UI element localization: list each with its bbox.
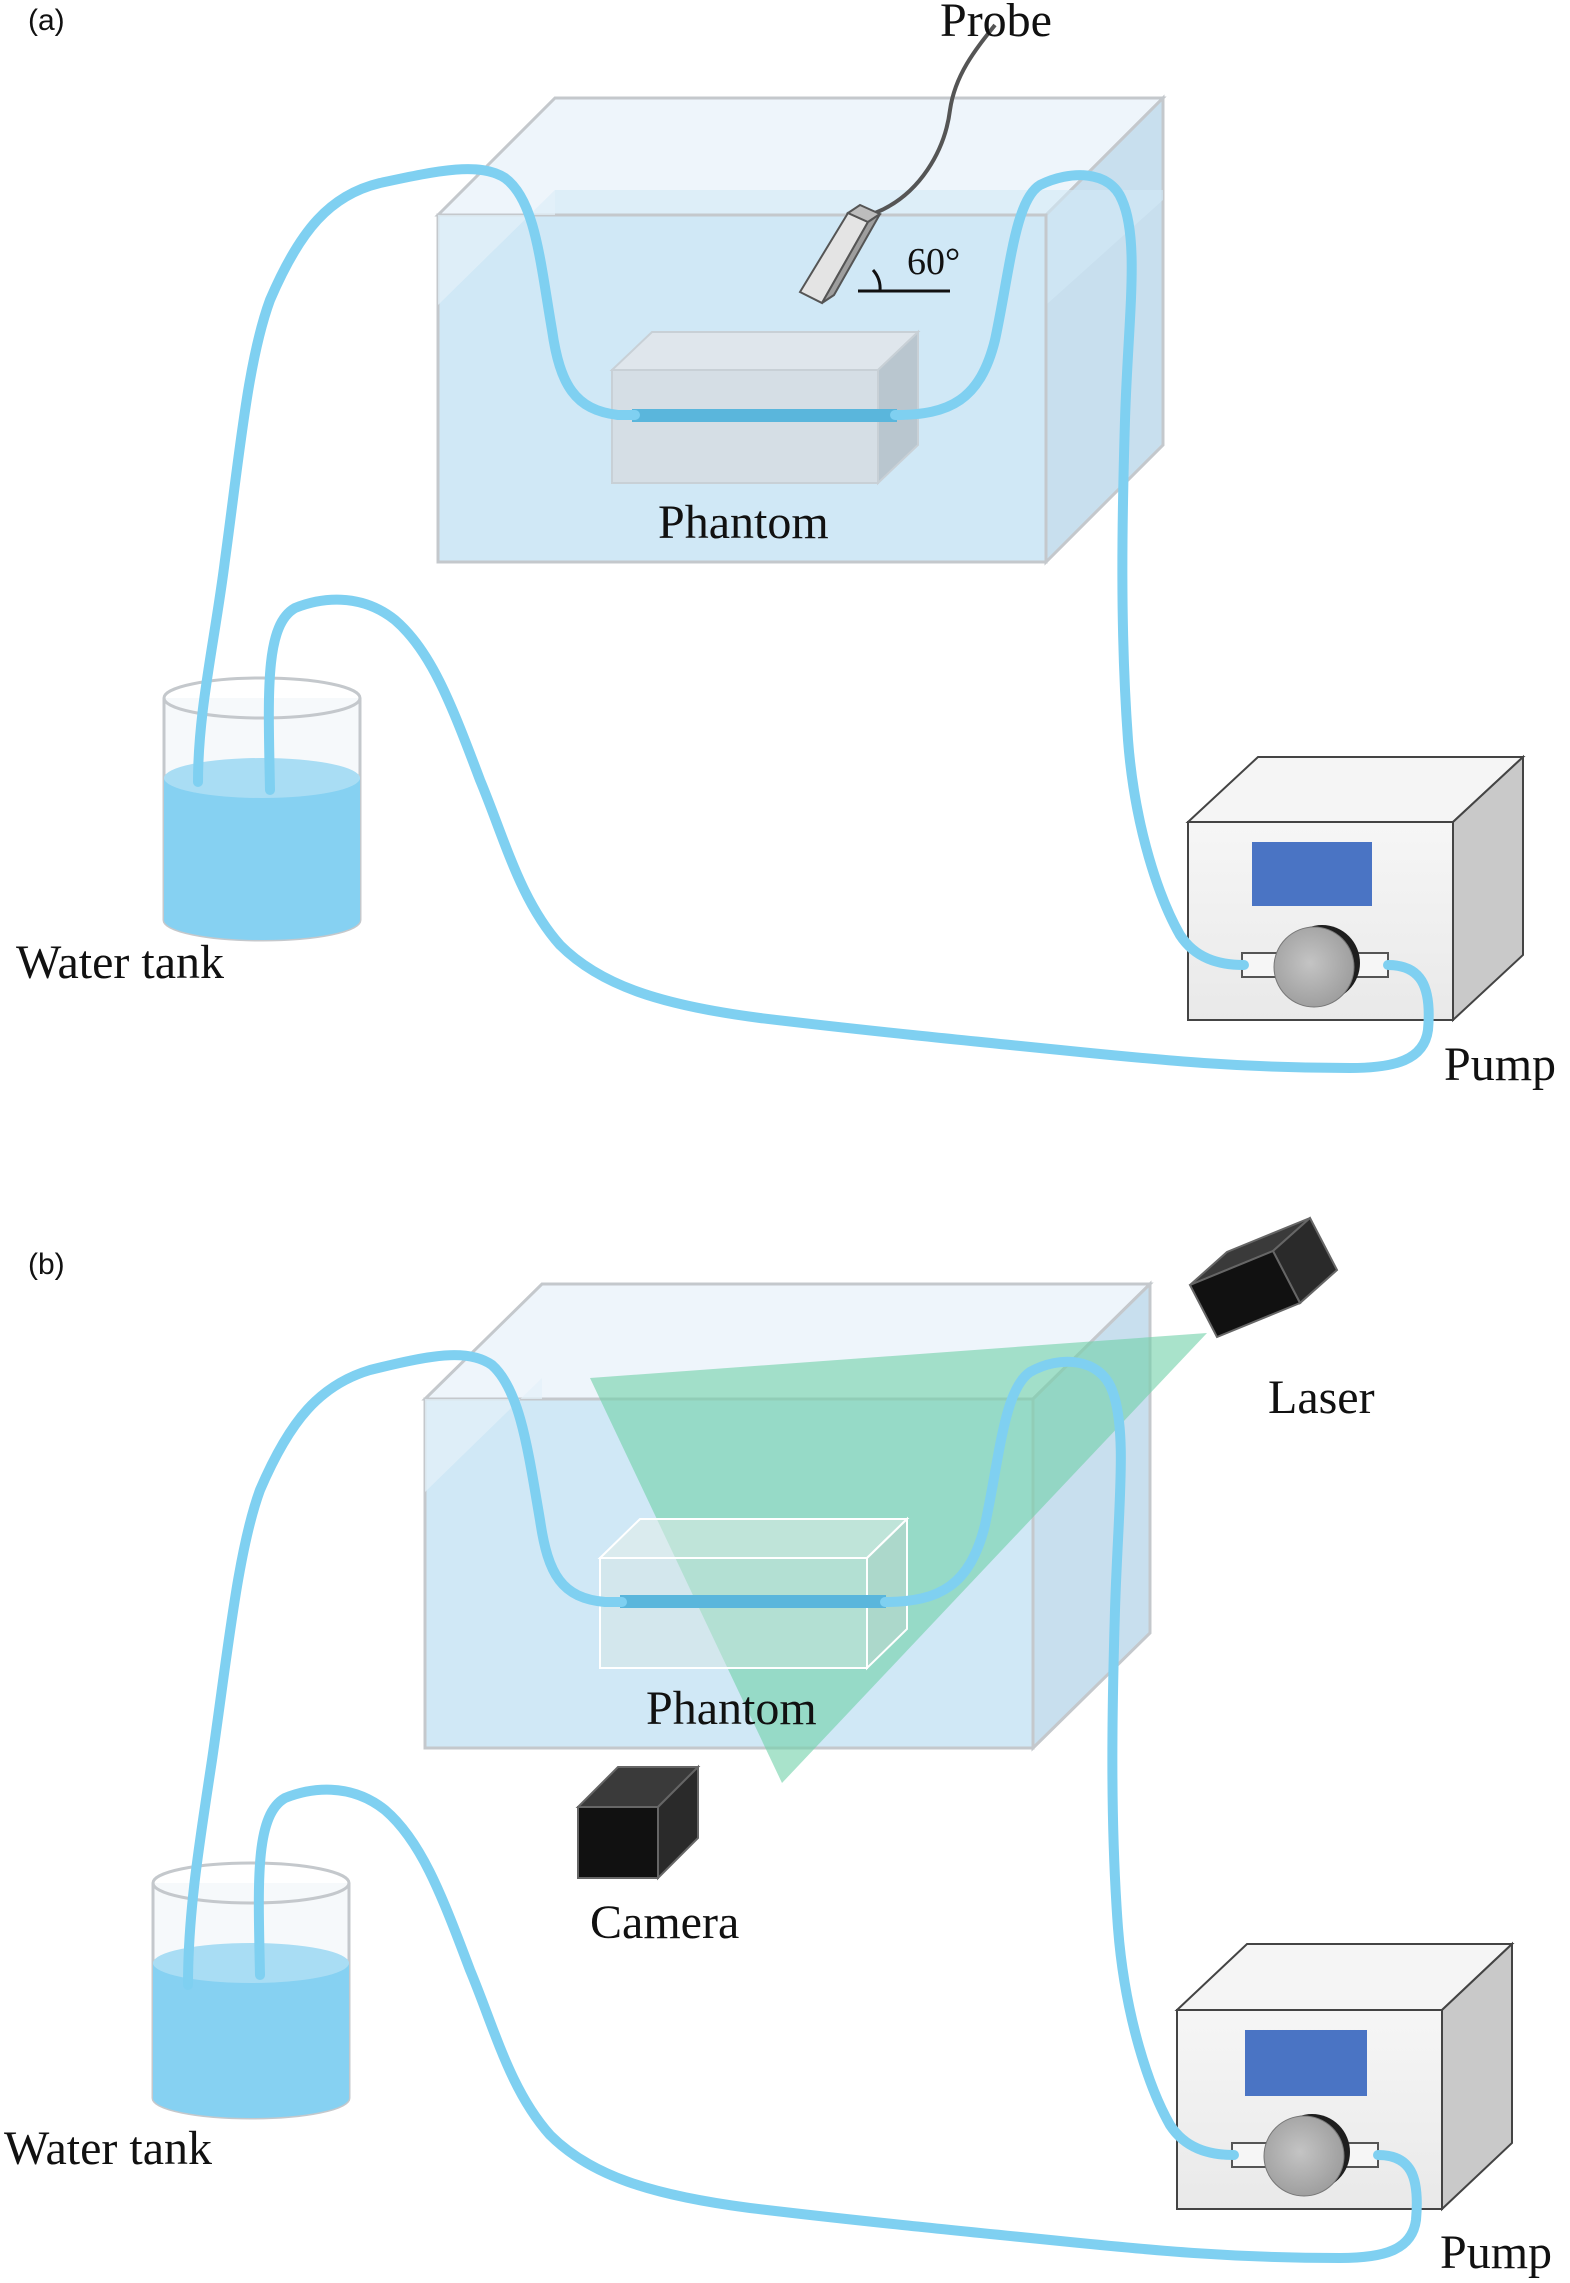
panel-a-label: (a) xyxy=(28,4,65,37)
laser-label: Laser xyxy=(1268,1371,1375,1424)
panel-b-label: (b) xyxy=(28,1248,65,1281)
angle-arc xyxy=(871,269,882,292)
panel-a: (a) Probe 60° Phantom xyxy=(16,0,1556,1091)
tank-a xyxy=(434,94,1167,566)
camera-label: Camera xyxy=(590,1896,739,1949)
laser-front xyxy=(1188,1249,1302,1339)
pump-a xyxy=(1185,754,1526,1023)
pump-b-screen xyxy=(1245,2030,1367,2096)
probe-a-cable xyxy=(874,23,997,215)
phantom-a xyxy=(609,329,921,486)
pump-b xyxy=(1174,1941,1515,2212)
phantom-b-label: Phantom xyxy=(646,1682,817,1735)
beaker-a xyxy=(162,676,362,942)
pump-b-label: Pump xyxy=(1440,2226,1552,2279)
phantom-a-front xyxy=(611,369,879,484)
camera-device xyxy=(575,1764,701,1881)
water-tank-b-label: Water tank xyxy=(4,2122,212,2175)
angle-label: 60° xyxy=(907,241,960,283)
beaker-b-water xyxy=(153,1963,349,2118)
pump-b-rotor xyxy=(1263,2115,1345,2197)
beaker-a-rim xyxy=(162,676,362,720)
beaker-a-water-surface xyxy=(164,758,360,798)
probe-label: Probe xyxy=(940,0,1052,47)
phantom-b-vessel xyxy=(620,1595,886,1608)
phantom-a-vessel xyxy=(632,409,897,422)
tube-a-outlet xyxy=(890,170,1249,970)
tube-b-return xyxy=(253,1784,1422,2263)
probe-a-side xyxy=(821,213,881,304)
tube-b-inlet xyxy=(183,1350,627,1990)
phantom-a-label: Phantom xyxy=(658,496,829,549)
beaker-b xyxy=(151,1861,351,2120)
pump-a-label: Pump xyxy=(1444,1038,1556,1091)
tube-a-return xyxy=(263,594,1434,1073)
beaker-b-rim xyxy=(151,1861,351,1905)
beaker-b-water-surface xyxy=(153,1943,349,1983)
phantom-b xyxy=(597,1516,910,1671)
pump-a-screen xyxy=(1252,842,1372,906)
tube-b-outlet xyxy=(880,1356,1239,2160)
beaker-a-water xyxy=(164,778,360,940)
phantom-b-top xyxy=(597,1518,910,1559)
laser-device xyxy=(1188,1216,1339,1339)
phantom-b-front xyxy=(599,1557,868,1669)
phantom-a-top xyxy=(609,331,921,371)
pump-a-rotor xyxy=(1273,926,1355,1008)
water-tank-a-label: Water tank xyxy=(16,936,224,989)
probe-a: Probe 60° xyxy=(798,0,1052,305)
tube-a-inlet xyxy=(193,164,640,787)
panel-b: (b) Phantom Laser xyxy=(4,1216,1552,2279)
camera-front xyxy=(577,1806,659,1879)
